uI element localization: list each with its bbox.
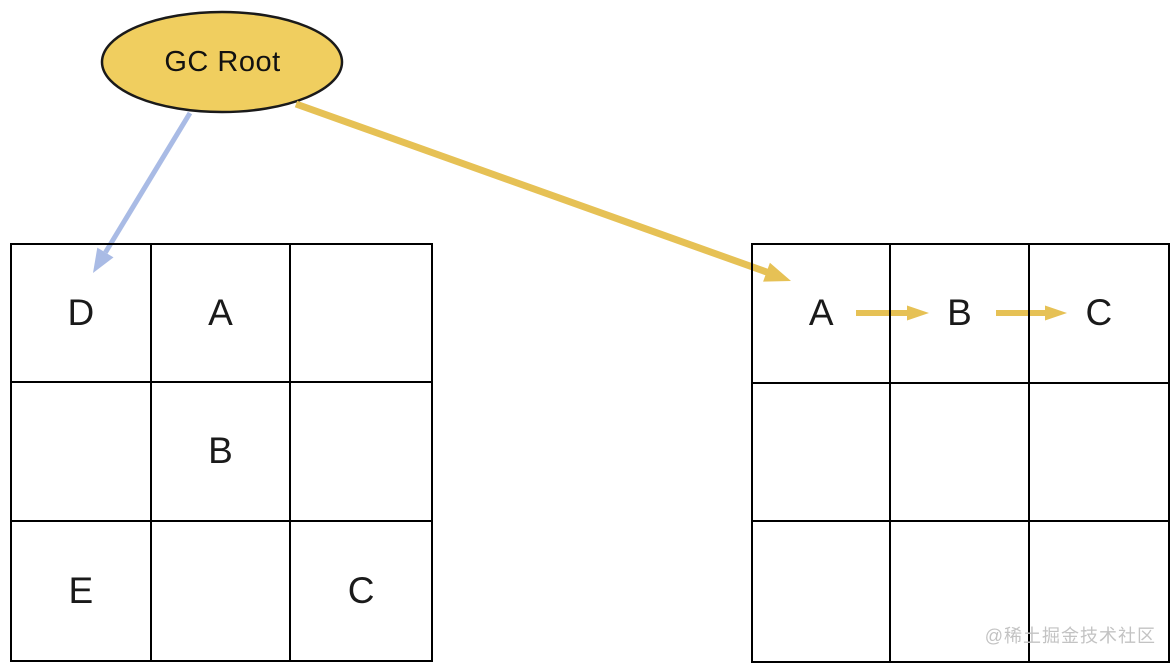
left-cell-0-0: D <box>12 245 152 384</box>
right-cell-1-2 <box>1029 384 1168 523</box>
left-cell-0-1: A <box>151 245 292 384</box>
right-cell-2-1 <box>891 522 1030 661</box>
left-cell-2-2: C <box>347 569 375 611</box>
right-heap-grid: A B C <box>751 243 1170 663</box>
right-cell-2-0 <box>753 522 892 661</box>
left-cell-1-1: B <box>151 383 292 522</box>
left-cell-2-1 <box>152 521 292 660</box>
left-cell-1-2 <box>291 383 431 522</box>
left-heap-grid: D A B E C <box>10 243 433 662</box>
left-cell-0-2 <box>291 245 431 384</box>
right-cell-0-2: C <box>1029 245 1168 384</box>
gc-root-label: GC Root <box>164 46 281 78</box>
right-cell-0-1: B <box>891 245 1030 384</box>
left-cell-1-0 <box>12 383 152 522</box>
watermark-text: @稀土掘金技术社区 <box>984 626 1156 646</box>
right-cell-1-1 <box>891 383 1030 523</box>
left-cell-2-0: E <box>12 521 152 660</box>
right-cell-1-0 <box>753 383 892 523</box>
right-cell-0-0: A <box>753 245 892 384</box>
